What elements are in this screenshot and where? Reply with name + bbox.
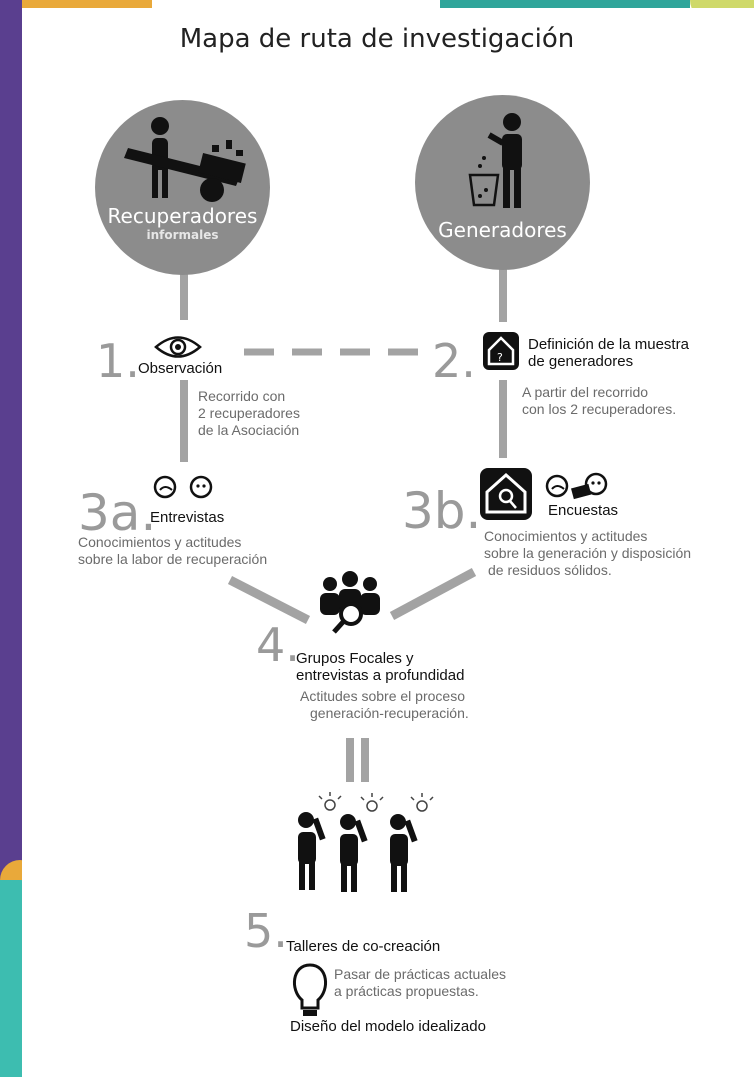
frame-top-band: [22, 0, 152, 8]
result-label: Diseño del modelo idealizado: [290, 1018, 486, 1035]
step-description: Conocimientos y actitudes sobre la gener…: [484, 528, 692, 578]
step-number: 1.: [96, 334, 140, 388]
actor-circle-generadores: [415, 95, 590, 270]
step-description: Conocimientos y actitudes sobre la labor…: [78, 534, 268, 567]
step-description: Actitudes sobre el proceso generación-re…: [300, 688, 469, 721]
step-description: A partir del recorrido con los 2 recuper…: [522, 384, 677, 417]
step-number: 4.: [256, 618, 300, 672]
step-description: Recorrido con 2 recuperadores de la Asoc…: [198, 388, 300, 438]
step-title: Definición de la muestra de generadores: [528, 336, 689, 370]
actor-sublabel: informales: [146, 228, 219, 242]
step-title: Talleres de co-creación: [286, 938, 441, 955]
step-title: Grupos Focales y entrevistas a profundid…: [296, 650, 465, 684]
page-title: Mapa de ruta de investigación: [179, 24, 575, 54]
step-number: 2.: [432, 334, 476, 388]
step-number: 5.: [244, 904, 288, 958]
step-title: Observación: [138, 360, 223, 377]
svg-text:?: ?: [497, 351, 503, 364]
frame-left-band: [0, 0, 22, 1077]
actor-label: Generadores: [438, 218, 567, 242]
step-description: Pasar de prácticas actuales a prácticas …: [334, 966, 506, 999]
step-title: Encuestas: [548, 502, 619, 519]
actor-label: Recuperadores: [107, 204, 258, 228]
step-number: 3a.: [78, 484, 157, 542]
frame-top-band: [440, 0, 690, 8]
step-title: Entrevistas: [150, 509, 225, 526]
step-number: 3b.: [402, 482, 482, 540]
actor-circle-recuperadores: [95, 100, 270, 275]
